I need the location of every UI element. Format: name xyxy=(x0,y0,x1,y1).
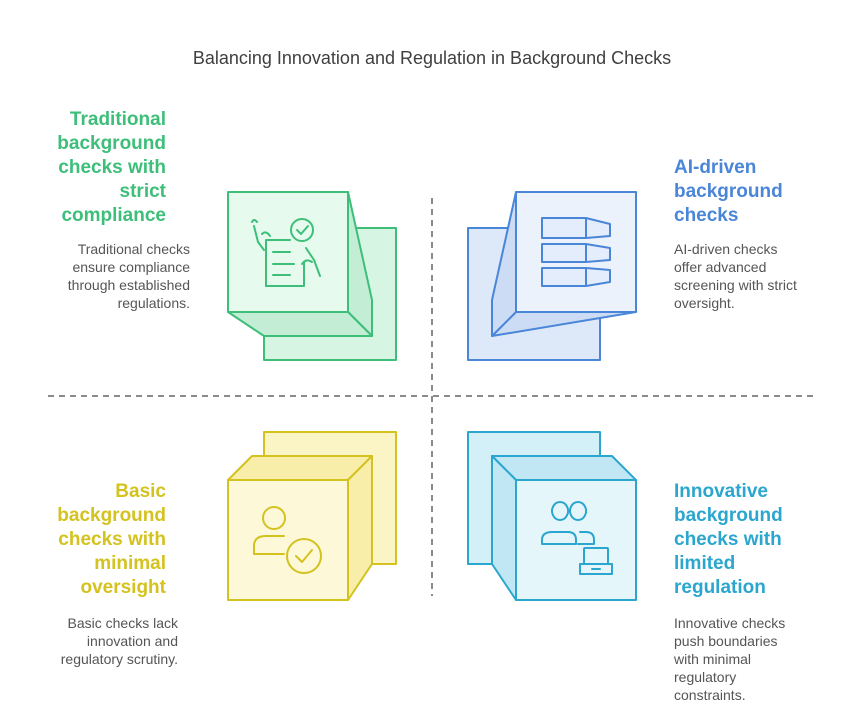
users-laptop-icon xyxy=(541,501,613,575)
stacked-bars-icon xyxy=(541,217,611,287)
desc-line: innovation and xyxy=(86,633,178,649)
heading-line: checks with xyxy=(58,529,166,550)
box-bottom-left xyxy=(227,431,397,601)
desc-line: AI-driven checks xyxy=(674,241,778,257)
heading-line: checks with xyxy=(674,529,782,550)
heading-line: background xyxy=(57,505,166,526)
heading-line: strict xyxy=(119,181,166,202)
page-title: Balancing Innovation and Regulation in B… xyxy=(192,48,672,68)
heading-bottom-left: Basic background checks with minimal ove… xyxy=(57,480,166,600)
box-top-right xyxy=(467,191,637,361)
desc-line: screening with strict xyxy=(674,277,797,293)
desc-line: constraints. xyxy=(674,687,746,703)
desc-line: Traditional checks xyxy=(77,241,190,257)
desc-line: Innovative checks xyxy=(674,615,786,631)
heading-line: limited xyxy=(674,553,736,574)
heading-line: checks with xyxy=(58,157,166,178)
heading-line: compliance xyxy=(61,205,166,226)
heading-line: background xyxy=(57,133,166,154)
heading-line: Innovative xyxy=(674,481,768,502)
desc-line: through established xyxy=(67,277,190,293)
desc-line: regulations. xyxy=(117,295,190,311)
heading-line: AI-driven xyxy=(674,157,757,178)
desc-line: offer advanced xyxy=(674,259,767,275)
heading-top-left: Traditional background checks with stric… xyxy=(57,108,166,228)
desc-line: regulatory xyxy=(674,669,737,685)
heading-line: minimal xyxy=(94,553,166,574)
heading-line: Basic xyxy=(115,481,166,502)
desc-top-left: Traditional checks ensure compliance thr… xyxy=(68,240,190,312)
heading-line: background xyxy=(674,181,783,202)
heading-line: oversight xyxy=(80,577,166,598)
heading-bottom-right: Innovative background checks with limite… xyxy=(674,480,783,600)
box-top-left xyxy=(227,191,397,361)
heading-line: background xyxy=(674,505,783,526)
desc-line: Basic checks lack xyxy=(67,615,178,631)
checklist-hand-icon xyxy=(251,218,321,287)
desc-top-right: AI-driven checks offer advanced screenin… xyxy=(674,240,797,312)
desc-bottom-left: Basic checks lack innovation and regulat… xyxy=(61,614,178,668)
desc-line: with minimal xyxy=(674,651,752,667)
heading-line: checks xyxy=(674,205,739,226)
desc-line: push boundaries xyxy=(674,633,778,649)
heading-top-right: AI-driven background checks xyxy=(674,156,783,228)
heading-line: Traditional xyxy=(69,109,166,130)
desc-line: ensure compliance xyxy=(72,259,190,275)
desc-line: regulatory scrutiny. xyxy=(60,651,178,667)
heading-line: regulation xyxy=(674,577,766,598)
desc-bottom-right: Innovative checks push boundaries with m… xyxy=(674,614,785,704)
desc-line: oversight. xyxy=(674,295,735,311)
user-check-icon xyxy=(253,506,322,574)
